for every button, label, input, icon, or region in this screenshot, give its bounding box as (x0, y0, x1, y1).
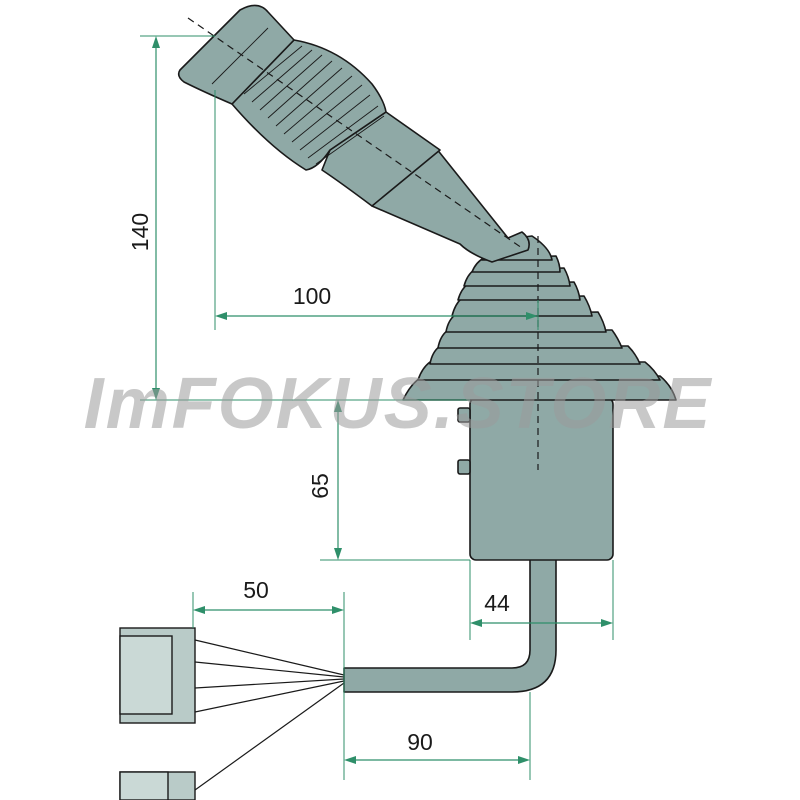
dimension-44: 44 (470, 590, 613, 627)
dimension-90-label: 90 (407, 729, 433, 755)
dimension-140: 140 (127, 36, 160, 400)
dimension-65-label: 65 (307, 473, 333, 499)
dimension-140-label: 140 (127, 213, 153, 251)
dimension-100: 100 (215, 283, 538, 320)
grip-ribs (243, 45, 385, 165)
connector-wires (194, 639, 345, 791)
dimension-50-label: 50 (243, 577, 269, 603)
dimension-44-label: 44 (484, 590, 510, 616)
joystick-handle (177, 4, 530, 263)
cable (343, 557, 557, 693)
watermark-text: ImFOKUS.STORE (84, 364, 713, 444)
dimension-65: 65 (307, 400, 342, 560)
rubber-bellows (402, 235, 677, 401)
handle-axis (187, 17, 523, 249)
extension-lines (140, 35, 614, 780)
dimension-50: 50 (193, 577, 344, 614)
dimension-90: 90 (344, 729, 530, 764)
dimension-100-label: 100 (293, 283, 331, 309)
connector-plug (119, 627, 196, 800)
